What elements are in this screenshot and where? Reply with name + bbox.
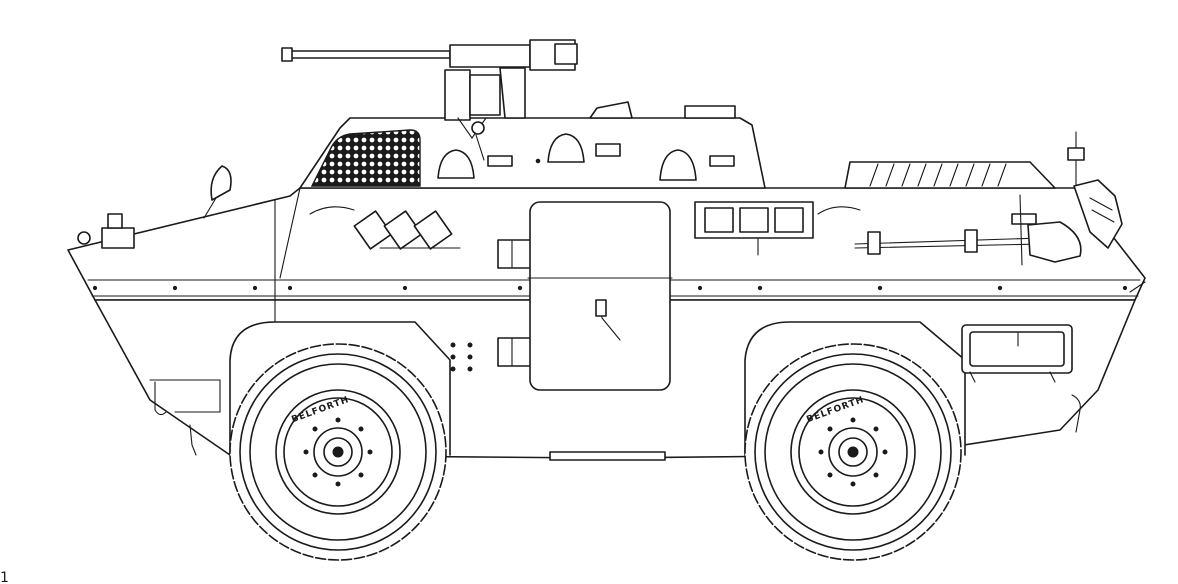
skid-plate (549, 451, 666, 461)
front-wheel: BELFORTH (229, 343, 447, 561)
rear-wheel: BELFORTH (744, 343, 962, 561)
corner-mark: 1 (0, 570, 9, 584)
superstructure (299, 101, 766, 189)
engine-grille (310, 129, 421, 187)
machine-gun (281, 39, 578, 161)
rear-details (694, 131, 1146, 433)
smoke-launchers (353, 210, 461, 250)
front-details (77, 165, 549, 456)
side-door (527, 201, 673, 391)
pioneer-tools (854, 194, 1082, 266)
rear-deck-vent (844, 161, 1056, 189)
